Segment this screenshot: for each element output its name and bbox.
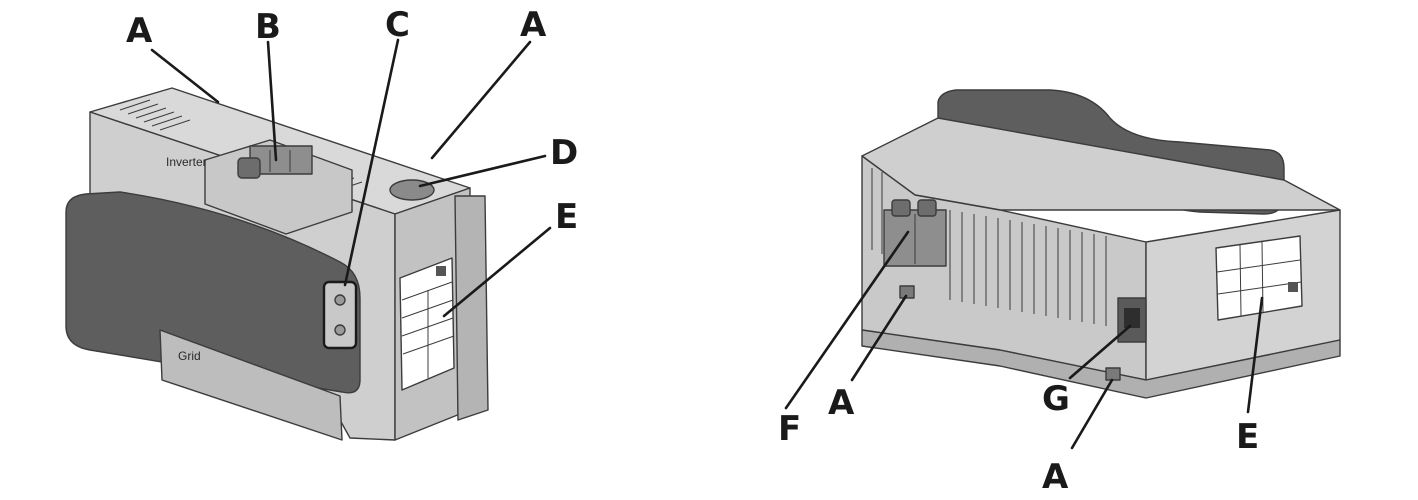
right-base (861, 329, 1341, 399)
left-type-label (399, 257, 455, 391)
left-type-label-lines (401, 281, 455, 378)
leader-a1-right (850, 294, 908, 382)
right-qr-code (1288, 282, 1298, 292)
led-indicator-bottom (334, 324, 346, 336)
callout-d: D (550, 133, 578, 173)
left-terminal-block (237, 145, 313, 179)
right-device-view (861, 89, 1341, 399)
left-callout-letters: A B C A D E (126, 5, 578, 237)
right-callout-letters: F A G A E (778, 379, 1259, 497)
leader-b (266, 40, 278, 162)
leader-g (1068, 324, 1132, 380)
leader-a2-left (430, 40, 532, 160)
left-qr-code (436, 266, 446, 276)
left-dark-cover (65, 191, 361, 394)
callout-a1-left: A (126, 11, 153, 51)
callout-e-right: E (1236, 417, 1259, 457)
left-leader-lines (150, 38, 552, 318)
right-mounting-clip-bottom (1105, 367, 1121, 381)
leader-e-right (1246, 296, 1264, 414)
leader-e-left (442, 226, 552, 318)
grid-imprint: Grid (178, 349, 201, 363)
leader-d (418, 154, 547, 188)
callout-a2-right: A (1042, 457, 1069, 495)
left-bottom-base (159, 329, 343, 441)
left-device-view: Inverter Grid (65, 87, 489, 441)
leader-c (343, 38, 400, 287)
leader-a1-left (150, 48, 220, 104)
leader-a2-right (1070, 378, 1114, 450)
callout-a2-left: A (520, 5, 547, 45)
right-rear-vents (871, 168, 1107, 326)
callout-g: G (1042, 379, 1070, 419)
inverter-imprint: Inverter (166, 155, 207, 169)
leader-f (784, 230, 910, 410)
right-leader-lines (784, 230, 1264, 450)
right-type-label (1215, 235, 1303, 321)
right-mounting-clip-left (899, 285, 915, 299)
left-led-panel (322, 280, 358, 350)
right-terminal-block (883, 199, 947, 267)
right-network-jack-port (1124, 308, 1140, 328)
left-side-rail (454, 195, 489, 421)
led-indicator-top (334, 294, 346, 306)
callout-e-left: E (555, 197, 578, 237)
callout-a1-right: A (828, 383, 855, 423)
callout-f: F (778, 409, 801, 449)
callout-b: B (255, 7, 281, 47)
callout-c: C (385, 5, 410, 45)
